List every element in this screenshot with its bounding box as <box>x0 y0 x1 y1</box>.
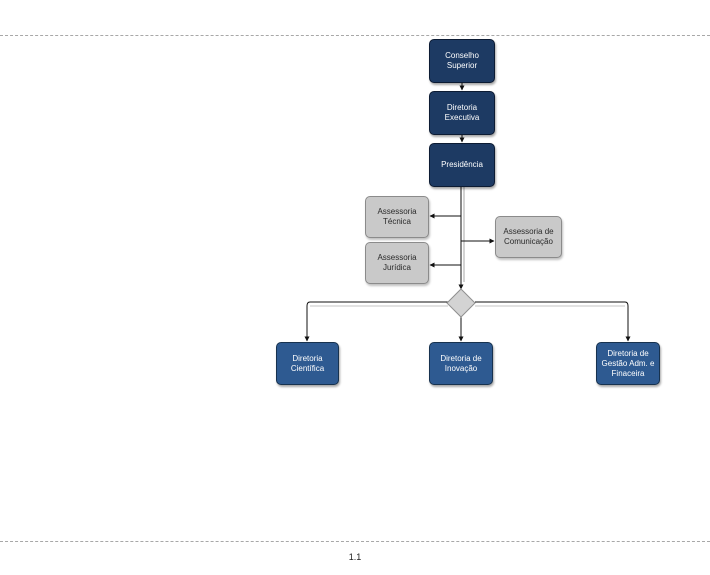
decision-diamond <box>446 288 476 318</box>
node-conselho-superior: Conselho Superior <box>429 39 495 83</box>
node-assessoria-tecnica: Assessoria Técnica <box>365 196 429 238</box>
node-diretoria-cientifica: Diretoria Científica <box>276 342 339 385</box>
node-conselho-superior-label: Conselho Superior <box>445 51 479 70</box>
connector-branch-right <box>475 301 631 342</box>
node-diretoria-executiva-label: Diretoria Executiva <box>444 103 480 122</box>
node-diretoria-gestao: Diretoria de Gestão Adm. e Finaceira <box>596 342 660 385</box>
node-assessoria-comunicacao-label: Assessoria de Comunicação <box>503 227 554 246</box>
node-diretoria-cientifica-label: Diretoria Científica <box>290 353 325 373</box>
node-assessoria-tecnica-label: Assessoria Técnica <box>377 207 417 226</box>
node-assessoria-comunicacao: Assessoria de Comunicação <box>495 216 562 258</box>
node-diretoria-gestao-label: Diretoria de Gestão Adm. e Finaceira <box>601 348 655 378</box>
node-presidencia: Presidência <box>429 143 495 187</box>
bottom-page-border <box>0 541 710 542</box>
node-diretoria-executiva: Diretoria Executiva <box>429 91 495 135</box>
top-page-border <box>0 35 710 36</box>
node-diretoria-inovacao: Diretoria de Inovação <box>429 342 493 385</box>
node-assessoria-juridica-label: Assessoria Jurídica <box>377 253 417 272</box>
connector-branch-left <box>304 301 448 342</box>
node-assessoria-juridica: Assessoria Jurídica <box>365 242 429 284</box>
node-diretoria-inovacao-label: Diretoria de Inovação <box>440 353 482 373</box>
node-presidencia-label: Presidência <box>441 160 483 169</box>
page-number: 1.1 <box>348 552 362 562</box>
